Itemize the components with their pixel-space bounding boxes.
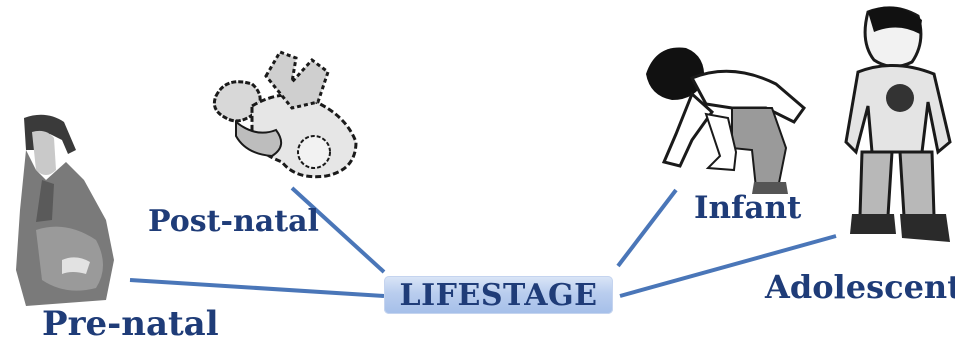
stage-label-infant: Infant [694,190,802,226]
sitting-teen-icon [844,6,952,242]
connector-pre-natal [129,278,385,298]
stage-label-pre-natal: Pre-natal [42,304,219,344]
pregnant-woman-icon [16,114,114,306]
stage-label-post-natal: Post-natal [148,204,319,239]
connector-adolescent [619,234,837,298]
connector-infant [616,188,678,268]
lifestage-center-label: LIFESTAGE [399,277,598,313]
connector-post-natal [290,186,386,274]
stage-label-adolescent: Adolescent [765,268,955,306]
lifestage-center-box: LIFESTAGE [384,276,613,314]
crawling-toddler-icon [646,47,807,194]
baby-icon [212,50,358,179]
